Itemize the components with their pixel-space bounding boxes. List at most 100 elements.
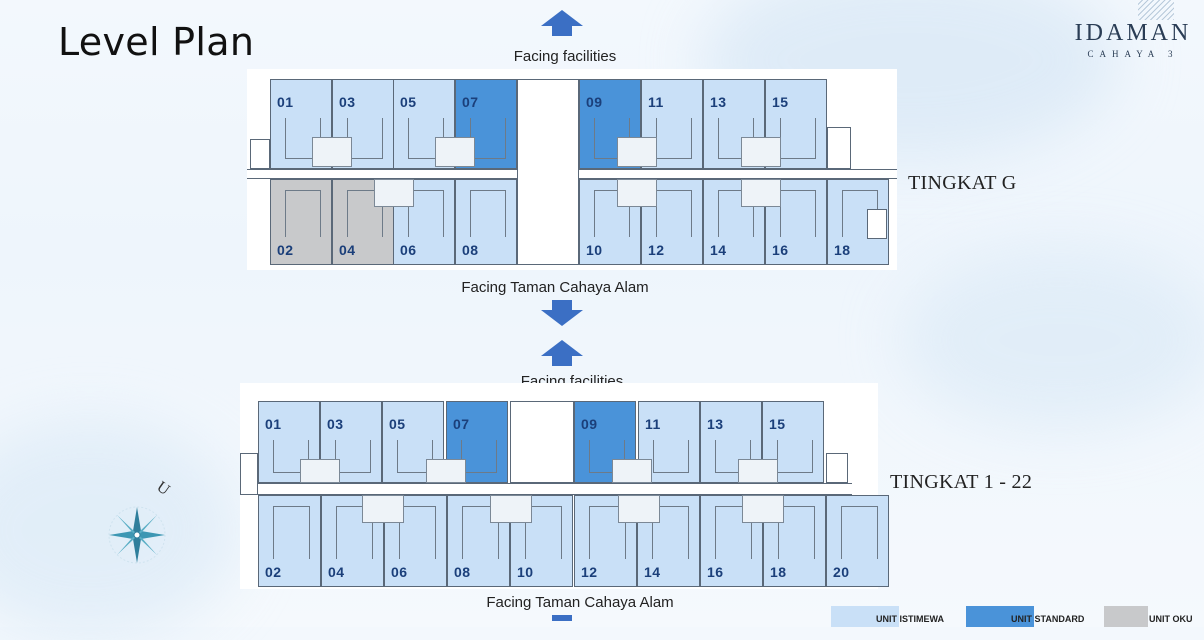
room-partition	[715, 506, 752, 559]
legend-item-istimewa: UNIT ISTIMEWA	[831, 606, 951, 627]
unit-20: 20	[826, 495, 889, 587]
room-partition	[718, 190, 754, 237]
unit-07: 07	[446, 401, 508, 483]
unit-number: 10	[517, 564, 534, 580]
room-partition	[589, 506, 626, 559]
light-well	[490, 495, 532, 523]
unit-number: 15	[772, 94, 789, 110]
logo-brand: IDAMAN	[1074, 20, 1192, 46]
room-partition	[589, 440, 625, 473]
staircase	[867, 209, 887, 239]
room-partition	[461, 440, 497, 473]
unit-number: 12	[648, 242, 665, 258]
unit-number: 03	[327, 416, 344, 432]
unit-number: 11	[648, 94, 664, 110]
unit-number: 07	[462, 94, 479, 110]
legend-label: UNIT STANDARD	[1011, 614, 1085, 624]
plan-typ-label: TINGKAT 1 - 22	[890, 471, 1033, 493]
light-well	[612, 459, 652, 483]
arrow-up-icon	[541, 340, 583, 366]
unit-04: 04	[321, 495, 384, 587]
room-partition	[653, 440, 689, 473]
staircase	[827, 127, 851, 169]
light-well	[617, 179, 657, 207]
unit-number: 11	[645, 416, 661, 432]
legend-swatch	[966, 606, 1034, 627]
unit-08: 08	[455, 179, 517, 265]
room-partition	[399, 506, 436, 559]
unit-02: 02	[270, 179, 332, 265]
room-partition	[273, 440, 309, 473]
light-well	[741, 137, 781, 167]
unit-number: 02	[277, 242, 294, 258]
unit-number: 18	[834, 242, 851, 258]
unit-number: 10	[586, 242, 603, 258]
room-partition	[841, 506, 878, 559]
room-partition	[656, 118, 692, 159]
corridor	[240, 483, 852, 495]
unit-number: 08	[454, 564, 471, 580]
unit-number: 12	[581, 564, 598, 580]
unit-number: 06	[400, 242, 417, 258]
light-well	[738, 459, 778, 483]
room-partition	[594, 190, 630, 237]
plan-g-bottom-caption: Facing Taman Cahaya Alam	[461, 279, 649, 296]
room-partition	[470, 118, 506, 159]
unit-number: 16	[772, 242, 789, 258]
background-wash	[900, 250, 1204, 430]
unit-number: 05	[389, 416, 406, 432]
room-partition	[285, 190, 321, 237]
staircase	[240, 453, 258, 495]
staircase	[826, 453, 848, 483]
room-partition	[336, 506, 373, 559]
plan-typ-bottom-caption: Facing Taman Cahaya Alam	[486, 594, 674, 611]
unit-number: 14	[644, 564, 661, 580]
room-partition	[777, 440, 813, 473]
room-partition	[525, 506, 562, 559]
unit-number: 13	[707, 416, 724, 432]
legend-label: UNIT ISTIMEWA	[876, 614, 944, 624]
unit-01: 01	[258, 401, 320, 483]
lift-core	[510, 401, 574, 483]
room-partition	[273, 506, 310, 559]
legend-swatch	[1104, 606, 1148, 627]
light-well	[618, 495, 660, 523]
unit-number: 01	[277, 94, 294, 110]
unit-number: 04	[328, 564, 345, 580]
unit-number: 08	[462, 242, 479, 258]
light-well	[435, 137, 475, 167]
unit-number: 02	[265, 564, 282, 580]
room-partition	[656, 190, 692, 237]
light-well	[742, 495, 784, 523]
light-well	[300, 459, 340, 483]
room-partition	[335, 440, 371, 473]
compass-icon: U	[102, 478, 173, 570]
unit-number: 06	[391, 564, 408, 580]
legend-item-oku: UNIT OKU	[1104, 606, 1204, 627]
unit-number: 14	[710, 242, 727, 258]
room-partition	[715, 440, 751, 473]
plan-g-label: TINGKAT G	[908, 172, 1017, 194]
light-well	[362, 495, 404, 523]
arrow-down-icon	[541, 615, 572, 621]
plan-g-top-caption: Facing facilities	[513, 48, 617, 65]
light-well	[617, 137, 657, 167]
light-well	[741, 179, 781, 207]
room-partition	[347, 118, 383, 159]
lift-core	[517, 79, 579, 265]
room-partition	[470, 190, 506, 237]
room-partition	[780, 118, 816, 159]
unit-06: 06	[384, 495, 447, 587]
light-well	[374, 179, 414, 207]
logo-sub: CAHAYA 3	[1087, 49, 1179, 59]
light-well	[312, 137, 352, 167]
unit-02: 02	[258, 495, 321, 587]
unit-number: 13	[710, 94, 727, 110]
page-title: Level Plan	[58, 20, 255, 64]
legend-item-standard: UNIT STANDARD	[966, 606, 1086, 627]
unit-number: 01	[265, 416, 282, 432]
unit-number: 15	[769, 416, 786, 432]
arrow-down-icon	[541, 300, 583, 326]
